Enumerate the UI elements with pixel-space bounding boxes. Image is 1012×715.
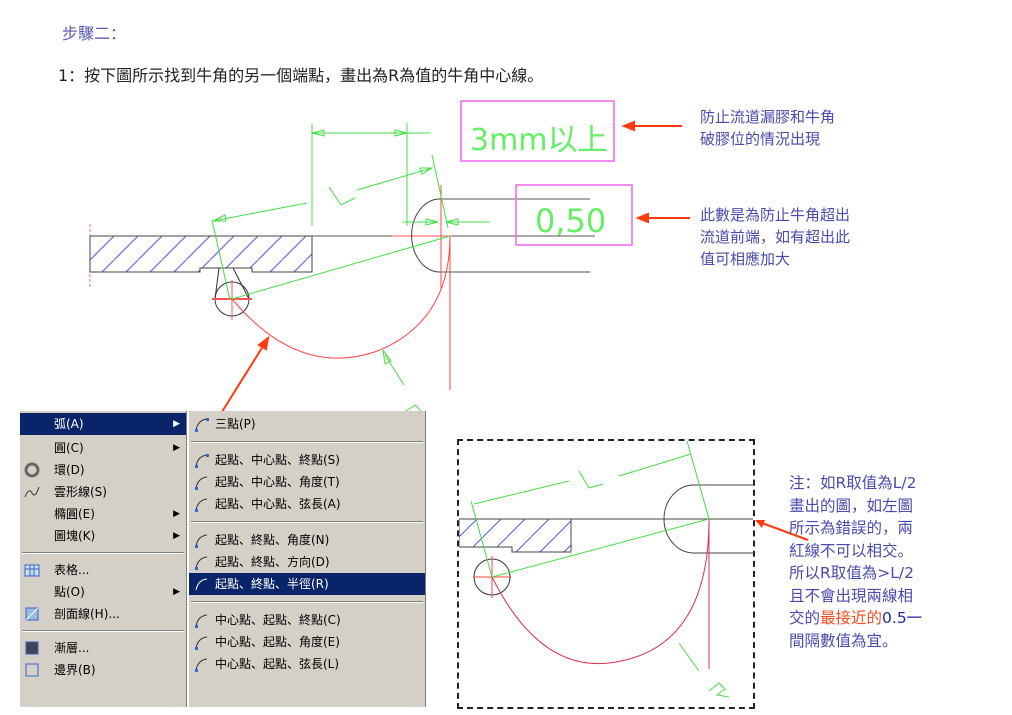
arc-icon: [195, 476, 208, 490]
submenu-item-sce[interactable]: 起點、中心點、終點(S): [189, 449, 425, 471]
submenu-item-cse[interactable]: 中心點、起點、終點(C): [189, 609, 425, 631]
submenu-item-3p[interactable]: 三點(P): [189, 413, 425, 435]
wrong-example-drawing: [457, 439, 755, 709]
arc-icon: [195, 636, 208, 650]
menu-item-block[interactable]: 圖塊(K)▶: [20, 525, 186, 547]
page-heading: 步驟二：: [62, 24, 127, 43]
note-text: 注：如R取值為L/2 畫出的圖，如左圖 所示為錯誤的，兩 紅線不可以相交。 所以…: [789, 474, 923, 650]
dim-box-3mm: 3mm以上: [470, 123, 608, 158]
arc-submenu: 三點(P) 起點、中心點、終點(S) 起點、中心點、角度(T) 起點、中心點、弦…: [188, 411, 426, 707]
note-line-highlight: 交的最接近的0.5一: [789, 609, 923, 627]
arc-icon: [195, 658, 208, 672]
instruction-text: 1：按下圖所示找到牛角的另一個端點，畫出為R為值的牛角中心線。: [58, 66, 544, 85]
arc-icon: [195, 418, 209, 432]
annotation-leak: 防止流道漏膠和牛角 破膠位的情況出現: [700, 108, 836, 148]
cad-drawing-top: 3mm以上 0,50: [89, 100, 690, 420]
arc-icon: [195, 614, 208, 628]
arc-icon: [195, 556, 208, 570]
boundary-icon: [25, 663, 39, 677]
menu-item-point[interactable]: 點(O)▶: [20, 581, 186, 603]
menu-item-ellipse[interactable]: 橢圓(E)▶: [20, 503, 186, 525]
menu-item-spline[interactable]: 雲形線(S): [20, 481, 186, 503]
donut-icon: [24, 462, 40, 478]
submenu-arrow-icon: ▶: [173, 509, 180, 519]
menu-item-hatch[interactable]: 剖面線(H)...: [20, 603, 186, 625]
dim-box-050: 0,50: [535, 202, 606, 240]
menu-item-boundary[interactable]: 邊界(B): [20, 659, 186, 681]
submenu-item-ser[interactable]: 起點、終點、半徑(R): [189, 573, 425, 595]
menu-separator: [191, 521, 423, 523]
submenu-item-csa[interactable]: 中心點、起點、角度(E): [189, 631, 425, 653]
menu-item-table[interactable]: 表格...: [20, 559, 186, 581]
cad-drawing-bottom: [458, 440, 753, 698]
arc-icon: [195, 498, 208, 512]
submenu-arrow-icon: ▶: [173, 531, 180, 541]
menu-separator: [191, 601, 423, 603]
submenu-item-sca[interactable]: 起點、中心點、角度(T): [189, 471, 425, 493]
menu-item-donut[interactable]: 環(D): [20, 459, 186, 481]
red-arrow-icon: [755, 520, 809, 541]
menu-separator: [22, 630, 184, 632]
submenu-item-sed[interactable]: 起點、終點、方向(D): [189, 551, 425, 573]
menu-item-circle[interactable]: 圓(C)▶: [20, 437, 186, 459]
hatch-icon: [25, 607, 39, 621]
submenu-item-scl[interactable]: 起點、中心點、弦長(A): [189, 493, 425, 515]
arc-icon: [195, 578, 208, 591]
menu-separator: [191, 441, 423, 443]
spline-icon: [24, 486, 40, 498]
arc-icon: [195, 454, 209, 468]
submenu-item-csl[interactable]: 中心點、起點、弦長(L): [189, 653, 425, 675]
annotation-gap: 此數是為防止牛角超出 流道前端，如有超出此 值可相應加大: [700, 206, 851, 268]
arc-icon: [195, 534, 208, 548]
table-icon: [24, 564, 40, 577]
menu-item-gradient[interactable]: 漸層...: [20, 637, 186, 659]
submenu-arrow-icon: ▶: [173, 587, 180, 597]
submenu-item-sea[interactable]: 起點、終點、角度(N): [189, 529, 425, 551]
submenu-arrow-icon: ▶: [173, 419, 180, 429]
submenu-arrow-icon: ▶: [173, 443, 180, 453]
draw-menu: 弧(A)▶ 圓(C)▶ 環(D) 雲形線(S) 橢圓(E)▶ 圖塊(K)▶ 表格…: [20, 411, 187, 707]
gradient-icon: [25, 641, 39, 655]
menu-separator: [22, 552, 184, 554]
menu-item-arc[interactable]: 弧(A)▶: [20, 413, 186, 435]
